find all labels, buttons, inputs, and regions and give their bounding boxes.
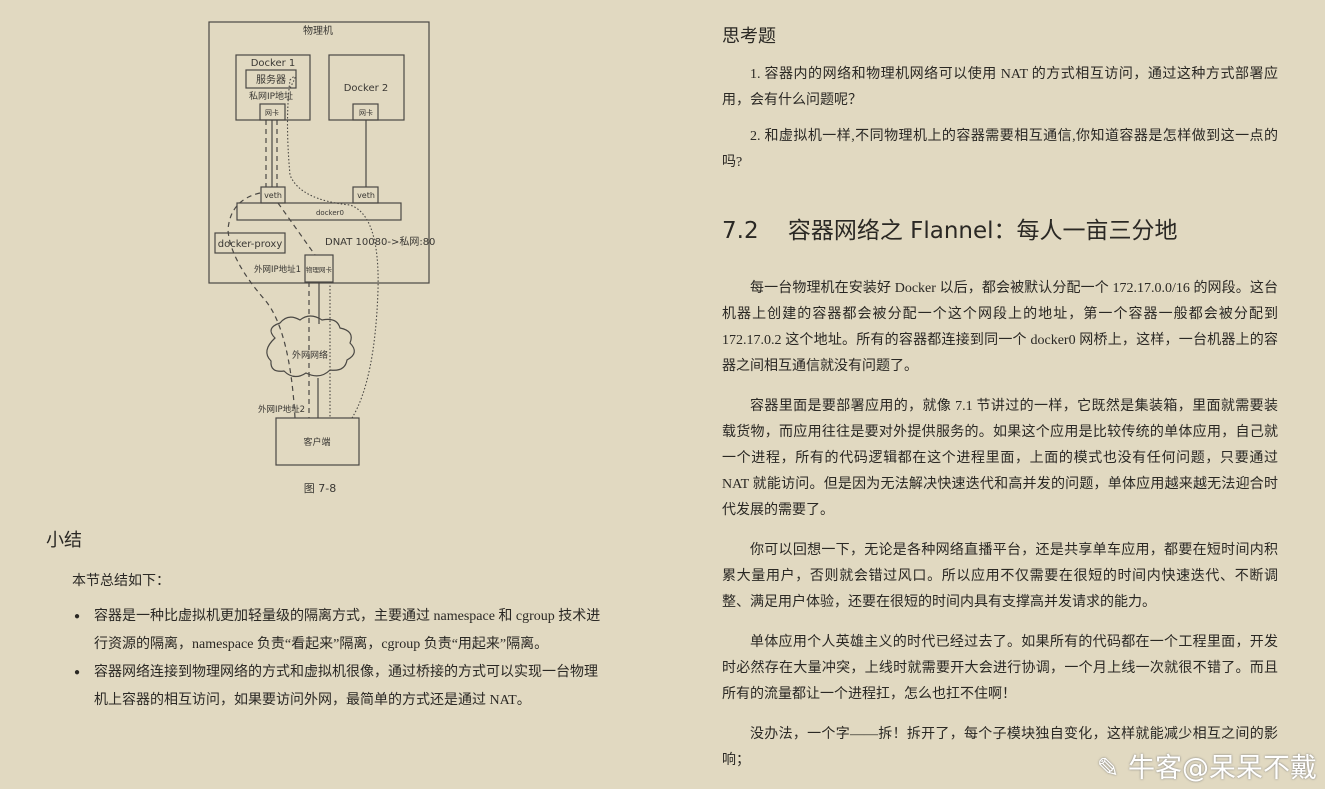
summary-list: 容器是一种比虚拟机更加轻量级的隔离方式，主要通过 namespace 和 cgr… [74,603,602,715]
docker2-nic-label: 网卡 [359,108,373,117]
questions-title: 思考题 [722,26,776,47]
public-ip2-label: 外网IP地址2 [258,404,305,415]
private-ip-label: 私网IP地址 [249,90,293,102]
dnat-label: DNAT 10080->私网:80 [325,236,435,248]
watermark: ✎ 牛客@呆呆不戴 [1096,753,1317,784]
docker1-label: Docker 1 [251,58,296,69]
physical-nic-label: 物理网卡 [306,265,333,274]
paragraph: 容器里面是要部署应用的，就像 7.1 节讲过的一样，它既然是集装箱，里面就需要装… [722,399,1278,518]
docker0-bridge [236,202,402,221]
summary-bullet: 容器是一种比虚拟机更加轻量级的隔离方式，主要通过 namespace 和 cgr… [74,603,602,659]
section-body: 每一台物理机在安装好 Docker 以后，都会被默认分配一个 172.17.0.… [722,276,1278,774]
summary-bullet: 容器网络连接到物理网络的方式和虚拟机很像，通过桥接的方式可以实现一台物理机上容器… [74,659,602,715]
paragraph: 没办法，一个字——拆！拆开了，每个子模块独自变化，这样就能减少相互之间的影响； [722,727,1278,768]
paragraph: 每一台物理机在安装好 Docker 以后，都会被默认分配一个 172.17.0.… [722,281,1278,374]
right-column: 思考题 1. 容器内的网络和物理机网络可以使用 NAT 的方式相互访问，通过这种… [722,22,1278,774]
client-label: 客户端 [303,436,330,448]
figure-caption: 图 7-8 [304,482,336,495]
internet-cloud [266,315,355,378]
network-diagram: 物理机 Docker 1 服务器 私网IP地址 网卡 Docker 2 网卡 v… [208,21,435,495]
docker-proxy-label: docker-proxy [218,239,283,250]
nowcoder-logo-icon: ✎ [1096,753,1128,784]
summary-intro: 本节总结如下： [72,574,170,589]
docker2-label: Docker 2 [344,83,389,94]
physical-machine-label: 物理机 [303,24,333,37]
paragraph: 你可以回想一下，无论是各种网络直播平台，还是共享单车应用，都要在短时间内积累大量… [722,543,1278,610]
question-item: 1. 容器内的网络和物理机网络可以使用 NAT 的方式相互访问，通过这种方式部署… [722,67,1278,108]
veth1-label: veth [264,191,282,200]
docker-proxy-box [214,232,286,254]
public-ip1-label: 外网IP地址1 [254,264,301,275]
internet-label: 外网网络 [292,349,328,361]
summary-title: 小结 [46,530,82,551]
docker1-nic-label: 网卡 [265,108,279,117]
docker0-label: docker0 [316,209,344,217]
veth2-label: veth [357,191,375,200]
paragraph: 单体应用个人英雄主义的时代已经过去了。如果所有的代码都在一个工程里面，开发时必然… [722,635,1278,702]
question-item: 2. 和虚拟机一样,不同物理机上的容器需要相互通信,你知道容器是怎样做到这一点的… [722,129,1278,170]
server-box [245,69,297,89]
section-title: 7.2 容器网络之 Flannel：每人一亩三分地 [722,218,1178,244]
server-label: 服务器 [256,73,286,86]
